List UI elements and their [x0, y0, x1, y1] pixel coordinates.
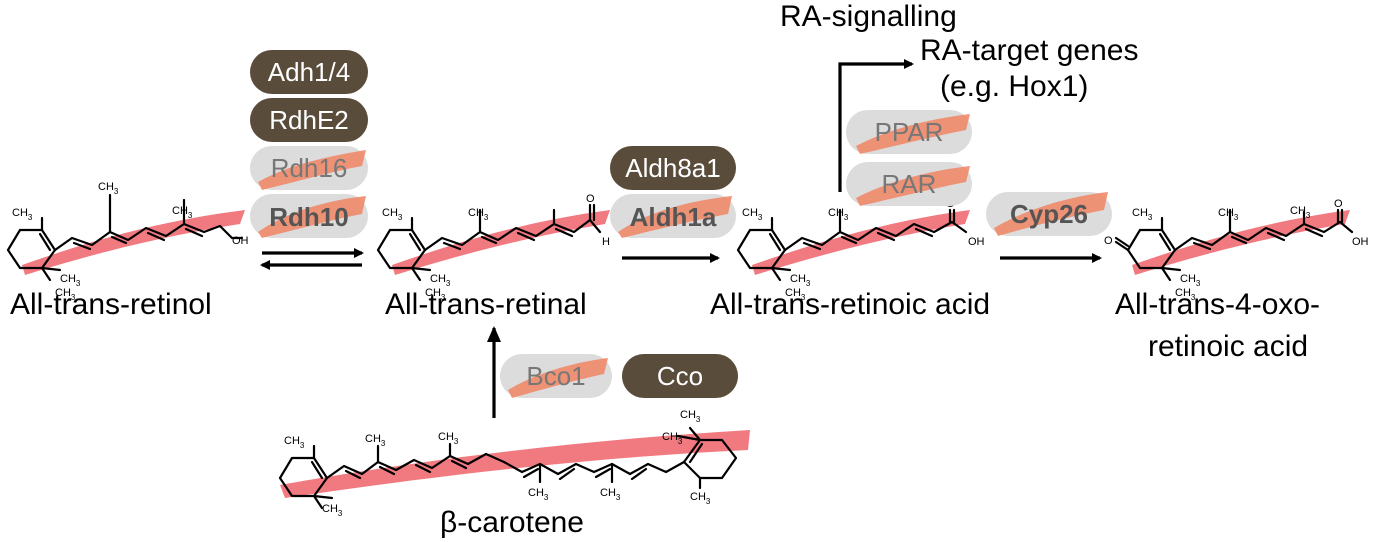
- adh-pill: Adh1/4: [250, 50, 368, 94]
- carotene-methyl-6: CH3: [680, 409, 701, 424]
- carotene-methyl-4: CH3: [528, 487, 549, 502]
- carotene-methyl-2: CH3: [365, 433, 386, 448]
- carotene-structure: [278, 426, 750, 510]
- rar-pill: RAR: [846, 162, 972, 206]
- retinal-structure: [376, 203, 610, 282]
- retinol-oh: OH: [232, 235, 249, 247]
- retinoic-acid-label: All-trans-retinoic acid: [710, 288, 990, 321]
- rdh10-salmon-mark: [258, 196, 366, 238]
- carotene-methyl-5: CH3: [600, 487, 621, 502]
- retinol-methyl-4: CH3: [60, 273, 81, 288]
- oxo-label-line1: All-trans-4-oxo-: [1115, 288, 1320, 321]
- retinal-label: All-trans-retinal: [385, 288, 587, 321]
- aldh8a1-pill: Aldh8a1: [610, 146, 736, 190]
- carotene-methyl-7: CH3: [662, 431, 683, 446]
- oxo-methyl-1: CH3: [1132, 207, 1153, 222]
- cyp26-salmon-mark: [994, 192, 1108, 236]
- retinal-o: O: [586, 193, 595, 205]
- cyp26-label: Cyp26: [1010, 199, 1088, 229]
- retinol-methyl-3: CH3: [172, 205, 193, 220]
- oxo-o-ketone: O: [1104, 235, 1113, 247]
- ra-signalling-label: RA-signalling: [780, 0, 957, 33]
- aldh1a-pill: Aldh1a: [610, 194, 736, 238]
- aldh1a-label: Aldh1a: [630, 202, 717, 232]
- retinoic-acid-structure: [736, 208, 970, 282]
- carotene-methyl-1: CH3: [284, 435, 305, 450]
- retinol-methyl-2: CH3: [98, 181, 119, 196]
- cyp26-pill: Cyp26: [986, 192, 1112, 236]
- rdh16-pill: Rdh16: [250, 146, 368, 190]
- rar-salmon-mark: [856, 166, 970, 206]
- retinol-highlight-stroke: [22, 210, 245, 275]
- oxo-methyl-2: CH3: [1218, 207, 1239, 222]
- retinoic-acid-methyl-2: CH3: [828, 207, 849, 222]
- oxo-retinoic-acid-structure: [1114, 208, 1354, 282]
- adh-label: Adh1/4: [268, 57, 350, 87]
- retinol-structure: [6, 193, 245, 282]
- ppar-salmon-mark: [856, 114, 970, 154]
- rdh16-label: Rdh16: [271, 153, 348, 183]
- oxo-methyl-3: CH3: [1290, 205, 1311, 220]
- retinoic-acid-oh: OH: [968, 236, 985, 248]
- ra-signalling-arrow: [838, 59, 914, 192]
- retinoic-acid-highlight-stroke: [752, 210, 970, 275]
- retinoic-acid-methyl-4: CH3: [785, 287, 806, 302]
- carotene-label: β-carotene: [440, 506, 584, 539]
- retinol-methyl-1: CH3: [12, 207, 33, 222]
- rdh10-pill: Rdh10: [250, 194, 368, 238]
- retinal-highlight-stroke: [392, 210, 610, 275]
- retinal-methyl-3: CH3: [430, 273, 451, 288]
- carotene-methyl-8: CH3: [690, 491, 711, 506]
- carotene-highlight-stroke: [280, 430, 750, 498]
- ra-target-example-label: (e.g. Hox1): [940, 70, 1088, 103]
- retinal-methyl-2: CH3: [468, 207, 489, 222]
- bco1-salmon-mark: [508, 358, 608, 398]
- ppar-pill: PPAR: [846, 110, 972, 154]
- rdhe2-pill: RdhE2: [250, 98, 368, 142]
- aldh8a1-label: Aldh8a1: [625, 153, 720, 183]
- ra-target-genes-label: RA-target genes: [920, 34, 1138, 67]
- retinol-label: All-trans-retinol: [10, 288, 212, 321]
- rdhe2-label: RdhE2: [269, 105, 349, 135]
- rdh10-label: Rdh10: [269, 202, 348, 232]
- rar-label: RAR: [882, 169, 937, 199]
- oxo-o-acid: O: [1334, 198, 1343, 210]
- retinol-methyl-5: CH3: [55, 287, 76, 302]
- aldh1a-salmon-mark: [618, 196, 732, 238]
- retinoic-acid-methyl-1: CH3: [742, 207, 763, 222]
- oxo-methyl-5: CH3: [1175, 287, 1196, 302]
- oxo-highlight-stroke: [1132, 210, 1350, 275]
- carotene-methyl-9: CH3: [322, 503, 343, 518]
- rdh16-salmon-mark: [258, 150, 366, 190]
- oxo-label-line2: retinoic acid: [1148, 330, 1308, 363]
- retinal-h: H: [602, 236, 610, 248]
- cco-pill: Cco: [622, 354, 738, 398]
- oxo-methyl-4: CH3: [1180, 273, 1201, 288]
- bco1-pill: Bco1: [500, 354, 612, 398]
- cco-label: Cco: [657, 361, 703, 391]
- retinoic-acid-methyl-3: CH3: [790, 273, 811, 288]
- retinal-methyl-1: CH3: [382, 207, 403, 222]
- bco1-label: Bco1: [526, 361, 585, 391]
- ppar-label: PPAR: [875, 117, 944, 147]
- carotene-methyl-3: CH3: [438, 431, 459, 446]
- oxo-oh: OH: [1352, 236, 1369, 248]
- retinal-methyl-4: CH3: [425, 287, 446, 302]
